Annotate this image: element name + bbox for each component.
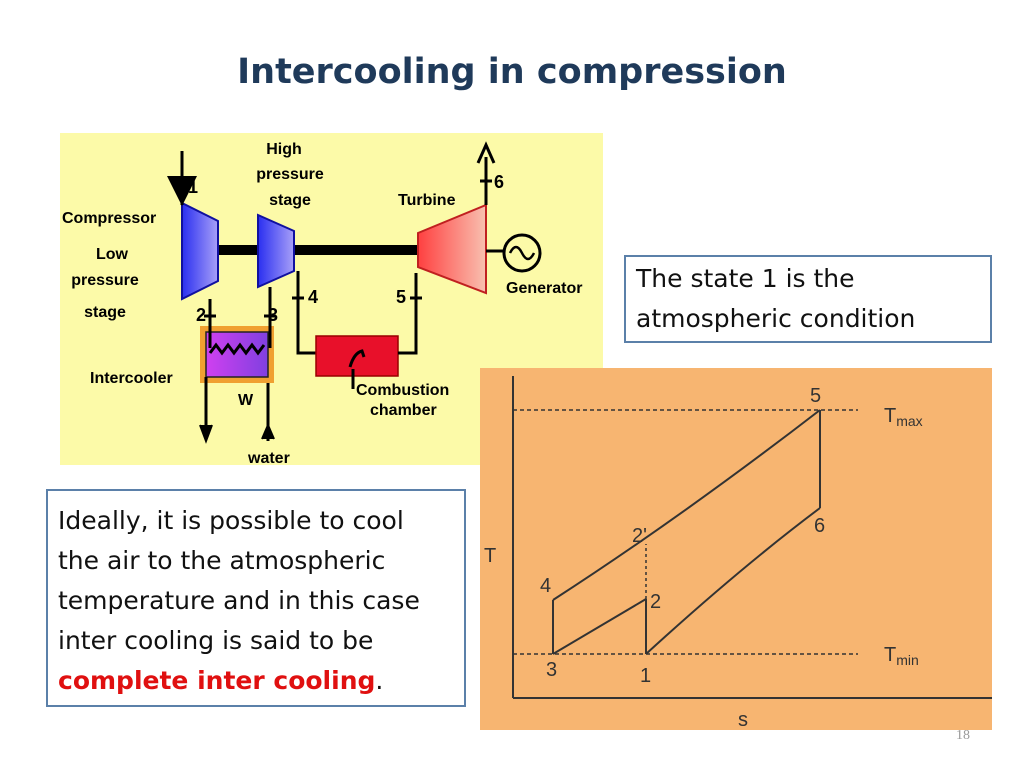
intercooler-label: Intercooler — [90, 370, 173, 387]
ideal-line-1: Ideally, it is possible to cool — [58, 506, 404, 535]
exhaust-arrow — [476, 141, 496, 164]
point-5-label: 5 — [810, 385, 821, 407]
combustion-chamber — [315, 335, 399, 377]
generator-icon — [502, 233, 542, 273]
water-label: water — [247, 450, 290, 465]
low-pressure-compressor — [181, 201, 219, 301]
point-4-label: 4 — [540, 575, 551, 597]
high-pressure-label-1: High — [266, 141, 302, 158]
high-pressure-label-2: pressure — [256, 166, 324, 183]
x-axis-label: s — [738, 709, 748, 730]
state-2-label: 2 — [196, 305, 206, 325]
state-note-line-1: The state 1 is the — [636, 264, 855, 293]
plant-schematic: Compressor Low pressure stage High press… — [60, 133, 603, 465]
process-1-2 — [552, 598, 647, 655]
complete-intercooling-note: Ideally, it is possible to cool the air … — [46, 489, 466, 707]
generator-label: Generator — [506, 280, 582, 297]
complete-intercooling-term: complete inter cooling — [58, 666, 376, 695]
low-pressure-label-1: Low — [96, 246, 129, 263]
compressor-label: Compressor — [62, 210, 156, 227]
state-4-label: 4 — [308, 287, 318, 307]
state-1-label: 1 — [188, 177, 198, 197]
ts-background — [480, 368, 992, 730]
slide-title: Intercooling in compression — [237, 52, 787, 92]
turbine-label: Turbine — [398, 192, 456, 209]
high-pressure-compressor — [257, 213, 295, 289]
combustion-label-1: Combustion — [356, 382, 449, 399]
point-3-label: 3 — [546, 659, 557, 681]
point-2-label: 2 — [650, 591, 661, 613]
high-pressure-label-3: stage — [269, 192, 311, 209]
state-note-line-2: atmospheric condition — [636, 304, 916, 333]
combustion-label-2: chamber — [370, 402, 437, 419]
ts-diagram: T s Tmax Tmin 5 6 2' 2 4 3 1 — [480, 368, 992, 730]
process-1-6 — [645, 507, 821, 655]
ideal-line-4: inter cooling is said to be — [58, 626, 374, 655]
tmax-label: Tmax — [884, 405, 923, 429]
point-6-label: 6 — [814, 515, 825, 537]
state-6-label: 6 — [494, 172, 504, 192]
point-1-label: 1 — [640, 665, 651, 687]
process-4-5 — [552, 409, 821, 601]
ideal-period: . — [375, 666, 384, 695]
point-2prime-label: 2' — [632, 525, 647, 547]
page-number: 18 — [956, 728, 970, 743]
ideal-line-3: temperature and in this case — [58, 586, 420, 615]
turbine — [417, 203, 487, 295]
tmin-label: Tmin — [884, 644, 919, 668]
low-pressure-label-2: pressure — [71, 272, 139, 289]
state-1-note: The state 1 is the atmospheric condition — [624, 255, 992, 343]
low-pressure-label-3: stage — [84, 304, 126, 321]
w-label: W — [238, 392, 254, 409]
y-axis-label: T — [484, 545, 496, 567]
state-5-label: 5 — [396, 287, 406, 307]
state-3-label: 3 — [268, 305, 278, 325]
ideal-line-2: the air to the atmospheric — [58, 546, 386, 575]
ideal-line-5: complete inter cooling. — [58, 661, 464, 701]
shaft — [215, 245, 425, 255]
